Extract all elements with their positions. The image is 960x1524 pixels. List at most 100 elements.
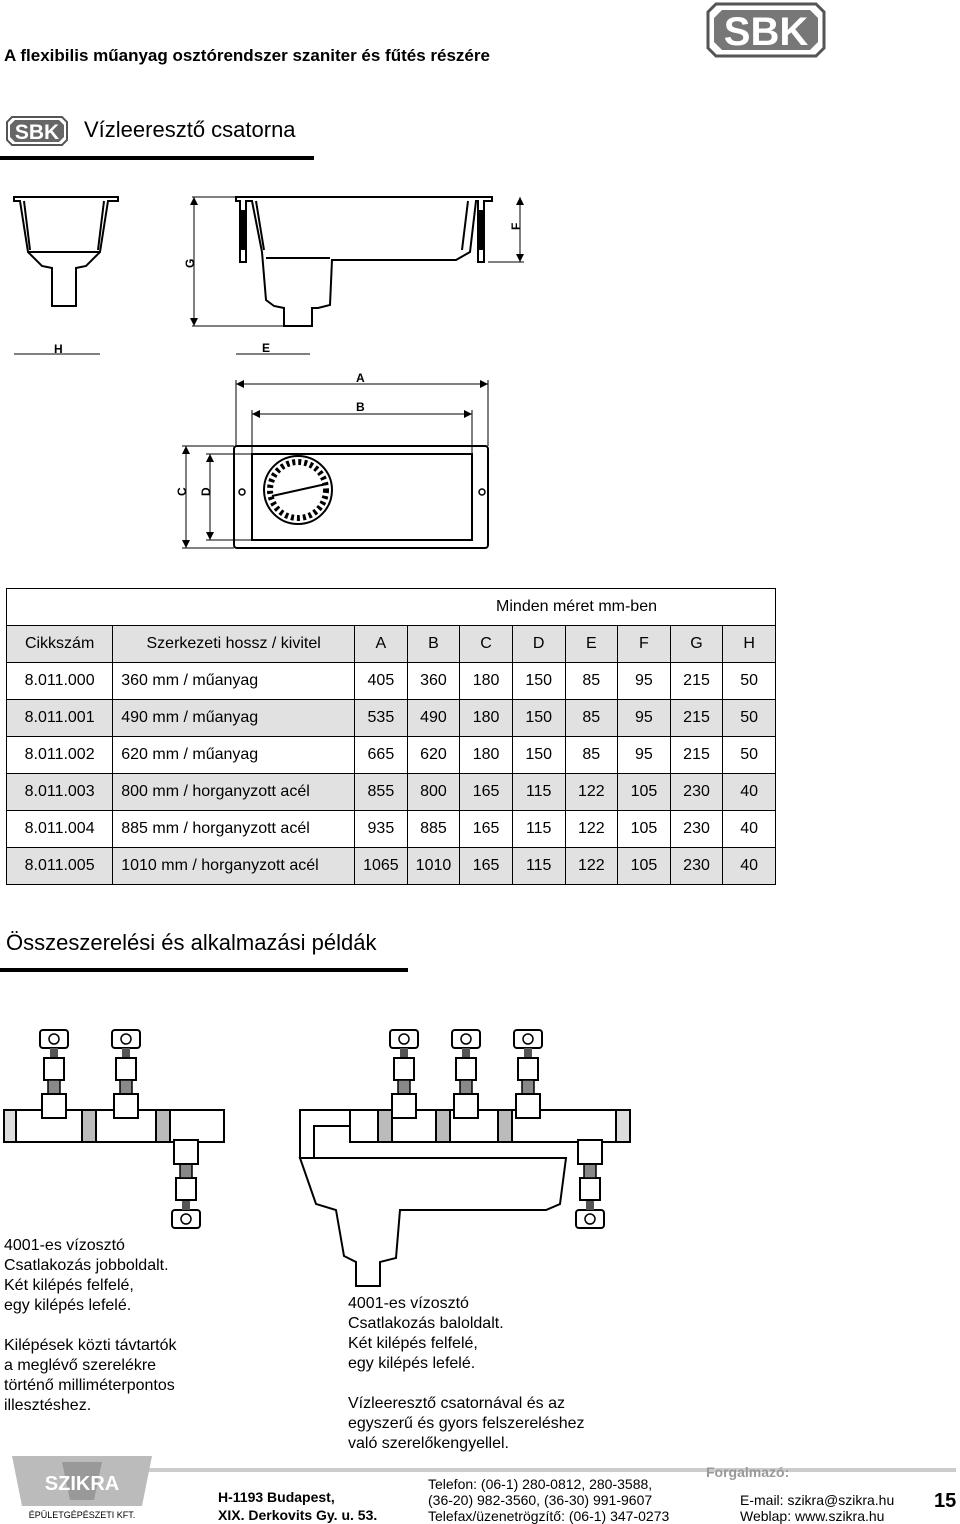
- table-cell: 122: [564, 810, 619, 848]
- table-cell: 95: [617, 662, 671, 700]
- section-divider: [0, 156, 314, 160]
- dimension-label-h: H: [54, 342, 63, 356]
- table-row: 8.011.003 800 mm / horganyzott acél 855 …: [5, 773, 776, 811]
- dimension-label-a: A: [356, 371, 365, 385]
- table-cell: 215: [669, 662, 724, 700]
- table-cell: 8.011.005: [5, 847, 114, 885]
- column-header: H: [722, 625, 776, 663]
- table-cell: 50: [722, 662, 776, 700]
- table-cell: 40: [722, 773, 776, 811]
- dimension-label-d: D: [199, 487, 213, 496]
- table-row: 8.011.002 620 mm / műanyag 665 620 180 1…: [5, 736, 776, 774]
- table-cell: 8.011.001: [5, 699, 114, 737]
- dimension-label-f: F: [509, 223, 523, 230]
- table-note: Minden méret mm-ben: [6, 588, 776, 626]
- table-cell: 85: [564, 662, 619, 700]
- table-cell: 50: [722, 736, 776, 774]
- examples-title: Összeszerelési és alkalmazási példák: [6, 930, 377, 955]
- szikra-logo: SZIKRA ÉPÜLETGÉPÉSZETI KFT.: [12, 1456, 152, 1520]
- table-cell: 855: [354, 773, 408, 811]
- table-row: 8.011.004 885 mm / horganyzott acél 935 …: [5, 810, 776, 848]
- table-cell: 215: [669, 699, 724, 737]
- table-cell: 800 mm / horganyzott acél: [112, 773, 356, 811]
- table-cell: 105: [617, 810, 671, 848]
- column-header: Szerkezeti hossz / kivitel: [112, 625, 356, 663]
- table-cell: 360: [406, 662, 461, 700]
- sbk-logo: SBK: [706, 2, 826, 58]
- table-cell: 1010: [406, 847, 461, 885]
- table-cell: 8.011.002: [5, 736, 114, 774]
- svg-text:SZIKRA: SZIKRA: [45, 1473, 119, 1495]
- table-cell: 620 mm / műanyag: [112, 736, 356, 774]
- table-cell: 105: [617, 847, 671, 885]
- footer-address: H-1193 Budapest, XIX. Derkovits Gy. u. 5…: [218, 1489, 378, 1523]
- table-cell: 535: [354, 699, 408, 737]
- svg-text:ÉPÜLETGÉPÉSZETI KFT.: ÉPÜLETGÉPÉSZETI KFT.: [29, 1510, 136, 1520]
- table-cell: 115: [511, 810, 566, 848]
- table-cell: 165: [459, 810, 513, 848]
- table-cell: 50: [722, 699, 776, 737]
- table-cell: 230: [669, 773, 724, 811]
- example-caption-1: 4001-es vízosztó Csatlakozás jobboldalt.…: [4, 1237, 177, 1414]
- column-header: A: [354, 625, 408, 663]
- table-row: 8.011.005 1010 mm / horganyzott acél 106…: [5, 847, 776, 885]
- table-cell: 95: [617, 736, 671, 774]
- table-cell: 8.011.003: [5, 773, 114, 811]
- column-header: D: [511, 625, 566, 663]
- table-header-row: Cikkszám Szerkezeti hossz / kivitel A B …: [5, 625, 776, 663]
- table-cell: 122: [564, 847, 619, 885]
- table-cell: 122: [564, 773, 619, 811]
- dimension-table: Minden méret mm-ben Cikkszám Szerkezeti …: [5, 588, 776, 885]
- sbk-logo-small: SBK: [6, 116, 68, 146]
- table-cell: 1065: [354, 847, 408, 885]
- footer-phone: Telefon: (06-1) 280-0812, 280-3588, (36-…: [428, 1476, 670, 1524]
- example-caption-2: 4001-es vízosztó Csatlakozás baloldalt. …: [348, 1295, 585, 1452]
- table-cell: 8.011.004: [5, 810, 114, 848]
- table-cell: 165: [459, 847, 513, 885]
- table-cell: 230: [669, 810, 724, 848]
- table-cell: 105: [617, 773, 671, 811]
- table-cell: 935: [354, 810, 408, 848]
- footer-distributor-label: Forgalmazó:: [706, 1464, 790, 1480]
- table-cell: 180: [459, 662, 513, 700]
- table-cell: 115: [511, 773, 566, 811]
- table-cell: 1010 mm / horganyzott acél: [112, 847, 356, 885]
- table-cell: 215: [669, 736, 724, 774]
- dimension-label-g: G: [183, 259, 197, 268]
- dimension-label-e: E: [262, 341, 270, 355]
- table-cell: 490 mm / műanyag: [112, 699, 356, 737]
- column-header: C: [459, 625, 513, 663]
- table-cell: 150: [511, 662, 566, 700]
- table-cell: 490: [406, 699, 461, 737]
- table-cell: 885: [406, 810, 461, 848]
- table-cell: 115: [511, 847, 566, 885]
- table-cell: 885 mm / horganyzott acél: [112, 810, 356, 848]
- table-cell: 405: [354, 662, 408, 700]
- table-cell: 85: [564, 699, 619, 737]
- table-cell: 40: [722, 847, 776, 885]
- table-cell: 150: [511, 699, 566, 737]
- sbk-logo-text: SBK: [724, 10, 809, 54]
- table-cell: 40: [722, 810, 776, 848]
- examples-divider: [0, 968, 408, 972]
- column-header: B: [406, 625, 461, 663]
- page-number: 15: [934, 1490, 957, 1512]
- dimension-label-b: B: [356, 400, 365, 414]
- table-cell: 800: [406, 773, 461, 811]
- column-header: E: [564, 625, 619, 663]
- table-cell: 230: [669, 847, 724, 885]
- table-cell: 85: [564, 736, 619, 774]
- table-row: 8.011.001 490 mm / műanyag 535 490 180 1…: [5, 699, 776, 737]
- document-header-title: A flexibilis műanyag osztórendszer szani…: [4, 46, 490, 65]
- table-cell: 95: [617, 699, 671, 737]
- column-header: F: [617, 625, 671, 663]
- table-cell: 180: [459, 699, 513, 737]
- table-cell: 620: [406, 736, 461, 774]
- table-cell: 360 mm / műanyag: [112, 662, 356, 700]
- table-cell: 165: [459, 773, 513, 811]
- table-cell: 665: [354, 736, 408, 774]
- svg-text:SBK: SBK: [15, 121, 59, 144]
- table-cell: 180: [459, 736, 513, 774]
- manifold-example-drawing: [3, 1029, 631, 1287]
- drain-channel-drawing: G F H E A B C D: [13, 196, 524, 549]
